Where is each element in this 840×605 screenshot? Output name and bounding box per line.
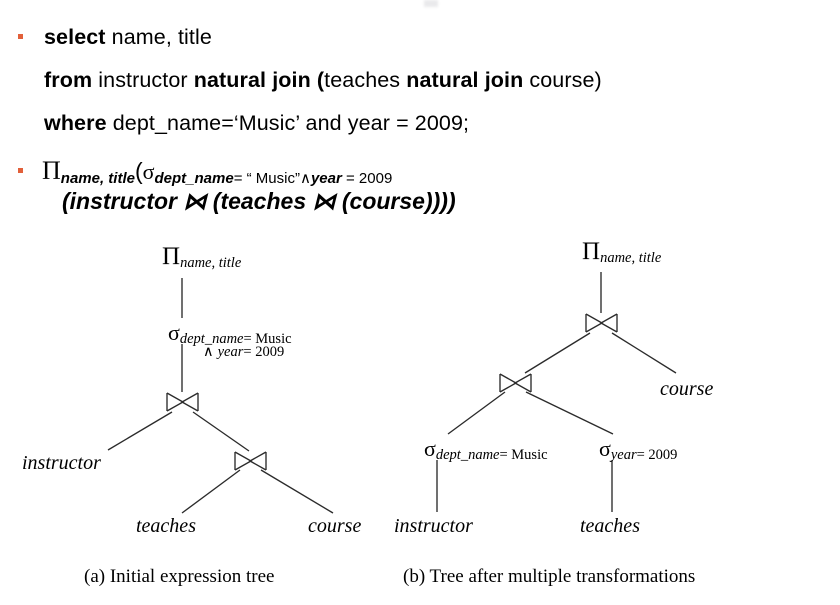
relational-algebra-line-2: (instructor ⋈ (teaches ⋈ (course)))) bbox=[62, 188, 456, 215]
join-node-b-top bbox=[585, 313, 618, 333]
tree-a-selection-attr: dept_name bbox=[179, 331, 244, 347]
sql-line-select-text: select name, title bbox=[44, 25, 212, 49]
tree-a-leaf-teaches: teaches bbox=[136, 515, 196, 537]
tree-b-selection-right-val: = 2009 bbox=[636, 447, 678, 463]
selection-equality: = “ Music” bbox=[233, 170, 300, 187]
tree-a-selection-node-line2: ∧ year= 2009 bbox=[203, 340, 284, 361]
sql-line-from-text: from instructor natural join (teaches na… bbox=[44, 68, 602, 92]
tree-b-projection-symbol: Π bbox=[582, 238, 601, 265]
tree-b-leaf-teaches: teaches bbox=[580, 515, 640, 537]
caption-tree-a: (a) Initial expression tree bbox=[84, 566, 275, 587]
tree-a-projection-symbol: Π bbox=[162, 243, 181, 270]
tree-a-selection-symbol: σ bbox=[168, 320, 180, 345]
relational-algebra-relations: (instructor ⋈ (teaches ⋈ (course)))) bbox=[62, 188, 456, 214]
tree-b-leaf-course: course bbox=[660, 378, 714, 400]
tree-a-selection-node: σdept_name= Music bbox=[168, 320, 292, 348]
top-smudge-artifact bbox=[424, 0, 438, 7]
sql-line-where: where dept_name=‘Music’ and year = 2009; bbox=[44, 111, 470, 135]
conjunction-symbol: ∧ bbox=[299, 170, 311, 187]
tree-a-leaf-course: course bbox=[308, 515, 362, 537]
sql-line-where-text: where dept_name=‘Music’ and year = 2009; bbox=[44, 111, 470, 135]
tree-a-projection-node: Πname, title bbox=[162, 243, 241, 272]
tree-b-leaf-instructor: instructor bbox=[394, 515, 473, 537]
tree-b-selection-left-symbol: σ bbox=[424, 436, 436, 461]
selection-attribute-2: year bbox=[310, 170, 342, 187]
tree-b-selection-right-attr: year bbox=[610, 447, 637, 463]
tree-a-projection-subscript: name, title bbox=[180, 255, 242, 271]
selection-symbol: σ bbox=[142, 159, 155, 184]
tree-a-selection-val2: = 2009 bbox=[243, 344, 285, 360]
tree-a-selection-val: = Music bbox=[243, 331, 292, 347]
caption-tree-b: (b) Tree after multiple transformations bbox=[403, 566, 696, 587]
bullet-relational-algebra bbox=[18, 168, 23, 173]
tree-a-selection-attr2: year bbox=[217, 344, 244, 360]
tree-b-projection-subscript: name, title bbox=[600, 250, 662, 266]
sql-line-from: from instructor natural join (teaches na… bbox=[44, 68, 602, 92]
tree-b-selection-left-node: σdept_name= Music bbox=[424, 436, 548, 464]
tree-b-selection-right-node: σyear= 2009 bbox=[599, 436, 677, 464]
join-node-b-mid bbox=[499, 373, 532, 393]
open-paren: ( bbox=[134, 158, 143, 184]
selection-attribute: dept_name bbox=[154, 170, 234, 187]
join-node-a-top bbox=[166, 392, 199, 412]
tree-a-selection-and: ∧ bbox=[203, 344, 214, 360]
sql-line-select: select name, title bbox=[44, 25, 212, 49]
relational-algebra-line-1: Πname, title(σdept_name= “ Music”∧year =… bbox=[42, 156, 392, 187]
tree-b-projection-node: Πname, title bbox=[582, 238, 661, 267]
bullet-sql bbox=[18, 34, 23, 39]
tree-b-selection-left-attr: dept_name bbox=[435, 447, 500, 463]
projection-subscript: name, title bbox=[60, 170, 135, 187]
tree-b-selection-right-symbol: σ bbox=[599, 436, 611, 461]
projection-symbol: Π bbox=[42, 156, 61, 185]
selection-equality-2: = 2009 bbox=[341, 170, 393, 187]
tree-a-leaf-instructor: instructor bbox=[22, 452, 101, 474]
tree-b-selection-left-val: = Music bbox=[499, 447, 548, 463]
join-node-a-bottom bbox=[234, 451, 267, 471]
